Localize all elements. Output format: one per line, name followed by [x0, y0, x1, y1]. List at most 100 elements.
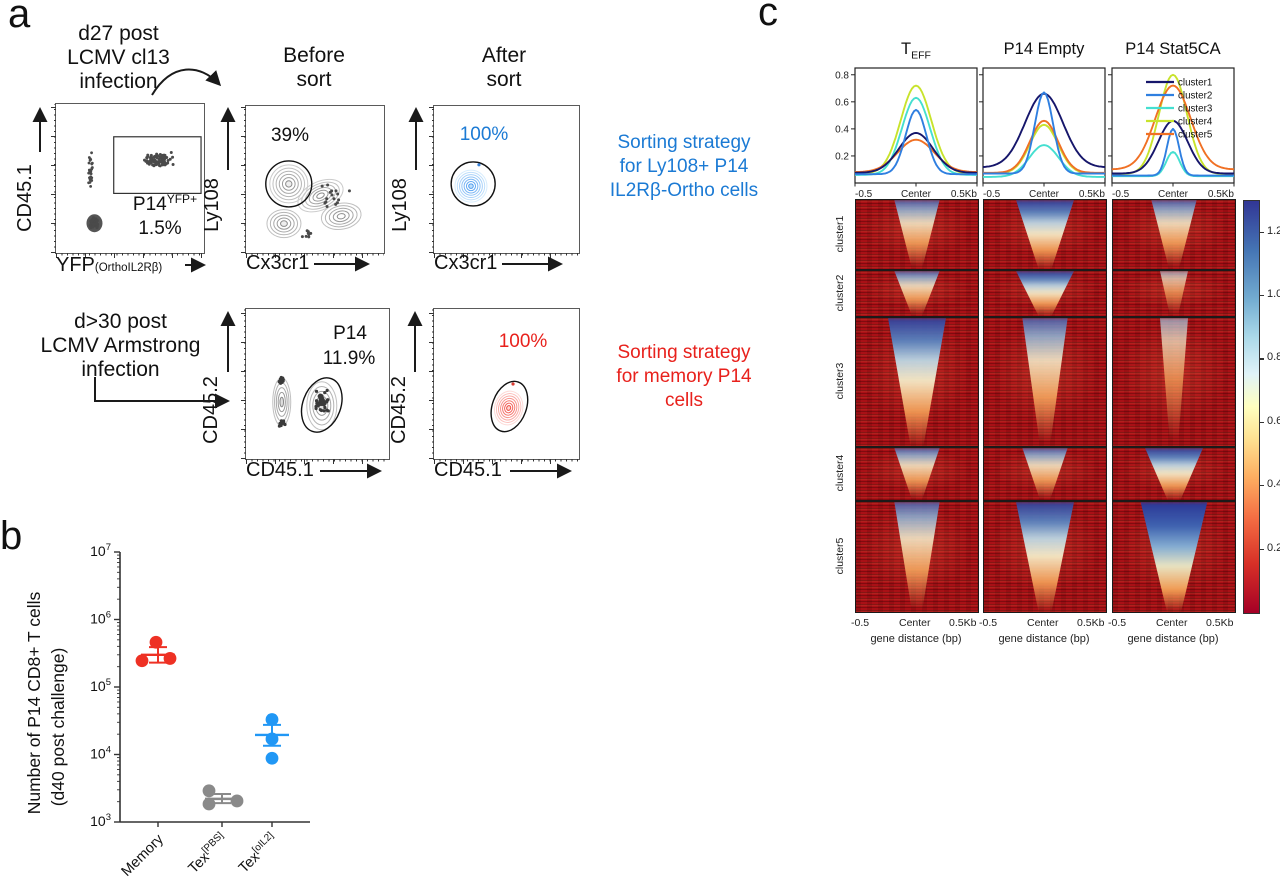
x-axis-label-cd45-1: CD45.1	[246, 459, 314, 481]
y-axis-ticks	[50, 104, 56, 253]
flow-dot	[96, 222, 100, 226]
colorbar-tick-mark	[1260, 295, 1264, 297]
x-axis-ticks	[434, 459, 579, 465]
gate-rect	[113, 136, 202, 194]
profile-curve-cluster2	[855, 108, 977, 176]
y-tick-label: 105	[90, 677, 111, 694]
caption-sorting-red: Sorting strategy for memory P14 cells	[616, 342, 752, 411]
y-tick-exp: 4	[106, 745, 111, 756]
profile-title-p14-stat5ca: P14 Stat5CA	[1125, 40, 1221, 58]
panel-a-label: a	[8, 0, 31, 36]
flow-dot	[90, 162, 94, 166]
flow-dot	[477, 163, 481, 167]
heatmap-cell-cluster1-col3	[1112, 199, 1236, 270]
heatmap-xtick-right: 0.5Kb	[1077, 617, 1105, 629]
colorbar-tick-label: 0.8	[1267, 351, 1280, 364]
panel-a-intro-bottom: d>30 post LCMV Armstrong infection	[18, 310, 223, 382]
data-point	[265, 732, 279, 746]
y-axis-ticks	[428, 106, 434, 253]
flow-dot	[157, 164, 161, 168]
flow-dot	[277, 379, 282, 383]
flow-plot-before-sort	[240, 105, 385, 259]
heatmap-cell-cluster3-col3	[1112, 317, 1236, 447]
flow-dot	[92, 217, 96, 221]
heatmap-cell-cluster1-col1	[855, 199, 979, 270]
flow-contour	[468, 183, 474, 189]
intro-top-line3: infection	[79, 70, 158, 93]
flow-dot	[156, 160, 160, 164]
flow-arrows	[32, 68, 572, 479]
gate-label-p14: P14	[333, 323, 367, 344]
flow-contour	[332, 210, 350, 223]
flow-contour	[269, 211, 299, 236]
flow-contour	[456, 171, 486, 201]
flow-dot	[168, 157, 172, 161]
heatmap-row-label-cluster2: cluster2	[834, 274, 846, 311]
flow-dot	[335, 201, 339, 205]
heatmap-cell-cluster2-col3	[1112, 270, 1236, 317]
colorbar-tick-mark	[1260, 231, 1264, 233]
flow-dot	[146, 153, 150, 157]
flow-dot	[87, 161, 91, 165]
flow-dot	[162, 156, 166, 160]
profile-title-teff: TEFF	[901, 40, 931, 62]
data-point	[163, 652, 177, 665]
flow-dot	[306, 231, 310, 235]
profile-curve-cluster2	[1112, 127, 1234, 177]
flow-contour	[272, 167, 306, 201]
flow-dot	[149, 157, 153, 161]
flow-dot	[149, 153, 153, 157]
colorbar-tick-label: 0.4	[1267, 478, 1280, 491]
colorbar-tick-mark	[1260, 421, 1264, 424]
intro-top-line2: LCMV cl13	[67, 46, 170, 69]
flow-contour	[273, 214, 295, 233]
x-axis-label-cx3cr1-2: Cx3cr1	[434, 252, 498, 274]
colorbar-tick-mark	[1260, 358, 1264, 360]
legend-label-cluster4: cluster4	[1178, 117, 1213, 128]
flow-contour	[461, 176, 481, 196]
y-tick-label: 107	[90, 542, 111, 559]
flow-dot	[88, 158, 92, 162]
after-sort-title: After sort	[481, 44, 527, 91]
flow-dot	[337, 198, 341, 202]
flow-contour	[502, 400, 516, 416]
flow-plot-after-sort	[428, 105, 580, 259]
gate-label-p14yfp: P14YFP+	[132, 191, 198, 216]
flow-dot	[323, 405, 327, 410]
flow-dot	[347, 189, 351, 193]
flow-contour	[275, 387, 288, 417]
x-tick-label: 0.5Kb	[1079, 189, 1106, 200]
heatmap-row-label-cluster5: cluster5	[834, 537, 846, 575]
x-tick-label: Center	[901, 189, 932, 200]
pct-label-11-9: 11.9%	[322, 348, 376, 369]
flow-contour	[278, 173, 299, 194]
flow-dot	[328, 190, 332, 194]
scatter-y-axis-title-line1: Number of P14 CD8+ T cells	[24, 591, 44, 815]
flow-dot	[319, 408, 324, 413]
x-axis-label-cx3cr1: Cx3cr1	[246, 252, 310, 274]
flow-contour	[269, 164, 309, 204]
x-axis-ticks	[56, 253, 204, 259]
flow-contour	[312, 189, 329, 202]
flow-dot	[325, 388, 329, 393]
flow-dot	[95, 225, 99, 229]
flow-dot	[95, 218, 99, 222]
x-category-label: Memory	[118, 831, 167, 880]
intro-bottom-line2: LCMV Armstrong	[40, 334, 201, 357]
heatmap-cell-cluster4-col2	[983, 447, 1107, 501]
x-tick-label: -0.5	[1112, 189, 1130, 200]
flow-dot	[281, 421, 285, 425]
flow-contour	[312, 390, 332, 421]
x-axis-ticks	[246, 459, 389, 465]
heatmap-cell-cluster3-col2	[983, 317, 1107, 447]
elbow-arrow	[94, 377, 230, 409]
flow-dot	[156, 154, 160, 158]
flow-dot	[314, 406, 318, 411]
flow-dot	[153, 158, 157, 162]
flow-dot	[90, 219, 94, 223]
data-point	[230, 794, 244, 808]
profile-curve-cluster2	[983, 91, 1105, 175]
